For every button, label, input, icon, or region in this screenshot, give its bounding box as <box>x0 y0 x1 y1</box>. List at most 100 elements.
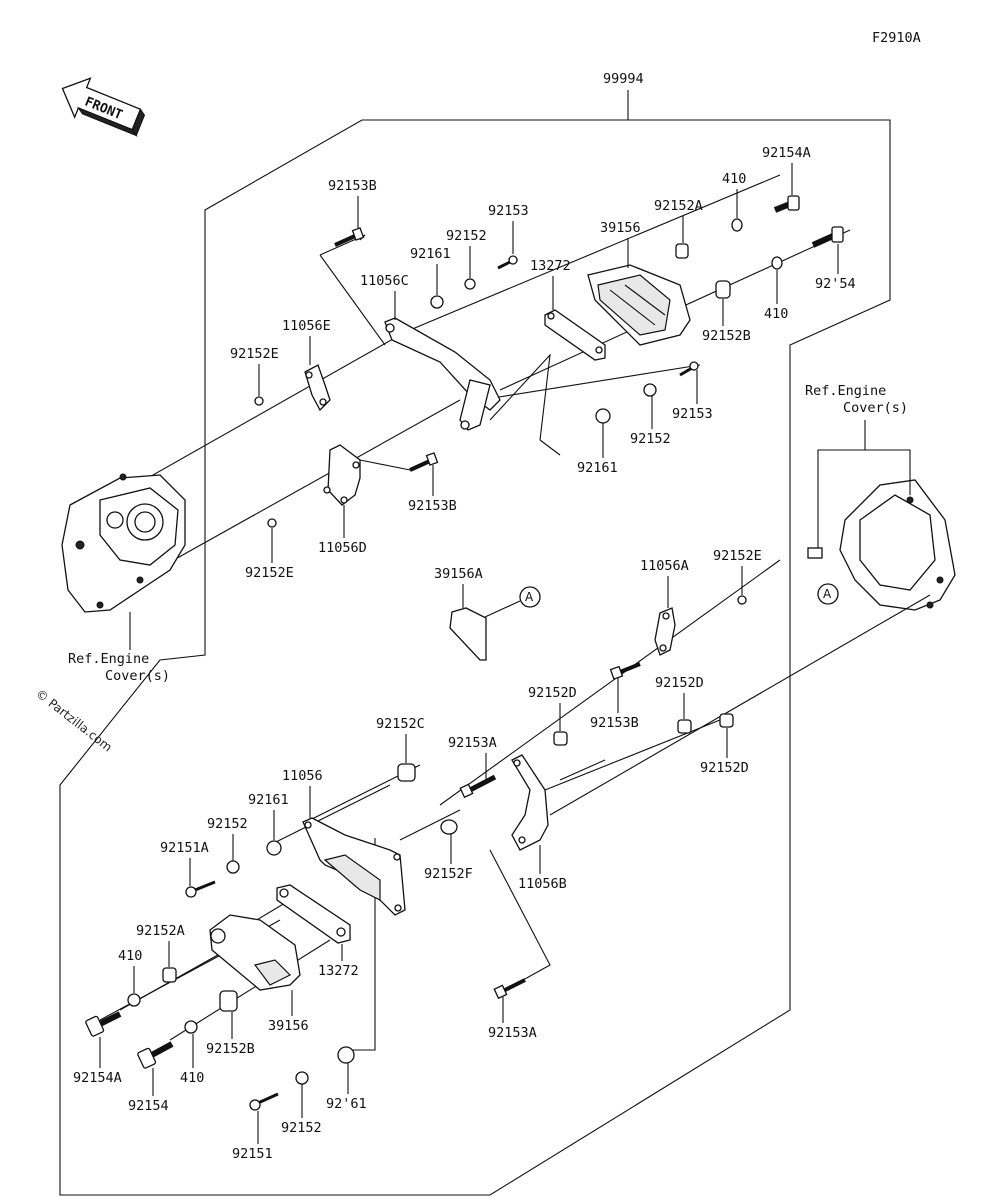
part-label-92153B-low: 92153B <box>590 715 639 731</box>
part-label-92152-top: 92152 <box>446 228 487 244</box>
part-label-92151: 92151 <box>232 1146 273 1162</box>
part-label-92152-bottom: 92152 <box>281 1120 322 1136</box>
axis-line <box>409 174 781 331</box>
part-label-92152E-low: 92152E <box>245 565 294 581</box>
part-label-92152D-b: 92152D <box>655 675 704 691</box>
part-label-92152C: 92152C <box>376 716 425 732</box>
collar-92152D-c <box>719 713 734 728</box>
collar-92152B-low <box>219 990 238 1012</box>
part-label-39156A: 39156A <box>434 566 483 582</box>
part-label-92152B-top: 92152B <box>702 328 751 344</box>
part-label-11056A: 11056A <box>640 558 689 574</box>
part-label-92152E-right: 92152E <box>713 548 762 564</box>
nut-92161-top <box>430 295 444 309</box>
part-label-99994: 99994 <box>603 71 644 87</box>
part-label-92152F: 92152F <box>424 866 473 882</box>
part-label-11056: 11056 <box>282 768 323 784</box>
part-label-410-top-1: 410 <box>722 171 746 187</box>
tab-right <box>807 547 823 559</box>
part-label-11056D: 11056D <box>318 540 367 556</box>
part-label-410-low-2: 410 <box>180 1070 204 1086</box>
ref-left-line2: Cover(s) <box>105 668 170 684</box>
axis-line <box>439 559 781 806</box>
bracket-11056 <box>302 817 406 916</box>
part-label-92154-low: 92154 <box>128 1098 169 1114</box>
part-label-39156-top: 39156 <box>600 220 641 236</box>
collar-92152E-low <box>267 518 277 528</box>
bolt-92153B-mid <box>409 452 439 472</box>
collar-92152E-right <box>737 595 747 605</box>
nut-92161-bottom <box>337 1046 355 1064</box>
screw-92153-mid <box>679 361 699 377</box>
bracket-11056B <box>511 754 549 851</box>
bolt-92153B-low <box>609 662 641 680</box>
engine-cover-right <box>839 479 956 611</box>
bolt-92153A-low <box>493 978 526 1000</box>
axis-line <box>479 364 701 401</box>
part-label-92152A-top: 92152A <box>654 198 703 214</box>
bolt-92154-top <box>811 226 844 248</box>
part-label-92161-low: 92161 <box>248 792 289 808</box>
part-label-92154A-top: 92154A <box>762 145 811 161</box>
bolt-92154A-top <box>773 195 800 213</box>
part-label-92152-mid: 92152 <box>630 431 671 447</box>
collar-92152F <box>440 819 458 835</box>
leader <box>539 439 561 456</box>
ref-top-line2: Cover(s) <box>843 400 908 416</box>
collar-92152C <box>397 763 416 782</box>
screw-92151A <box>185 880 216 898</box>
collar-92152B-top <box>715 280 731 299</box>
collar-92152-top <box>464 278 476 290</box>
screw-92153-top <box>497 255 518 270</box>
part-label-92161-top: 92161 <box>410 246 451 262</box>
part-label-92153B-mid: 92153B <box>408 498 457 514</box>
part-label-92152A-low: 92152A <box>136 923 185 939</box>
callout-marker-a-right: A <box>817 583 839 605</box>
part-label-92153A-low: 92153A <box>488 1025 537 1041</box>
washer-410-top-1 <box>731 218 743 232</box>
part-label-410-top-2: 410 <box>764 306 788 322</box>
part-label-11056B: 11056B <box>518 876 567 892</box>
plate-13272-low <box>276 884 351 944</box>
part-label-92152D-c: 92152D <box>700 760 749 776</box>
part-label-92153B-top: 92153B <box>328 178 377 194</box>
figure-code: F2910A <box>872 30 921 46</box>
nut-92161-mid <box>595 408 611 424</box>
plate-13272-top <box>544 309 606 361</box>
collar-92152D-b <box>677 719 692 734</box>
callout-marker-a-left: A <box>519 586 541 608</box>
part-label-92153-mid: 92153 <box>672 406 713 422</box>
bolt-92154-low <box>137 1041 174 1069</box>
collar-92152-low <box>226 860 240 874</box>
front-arrow-icon: FRONT <box>61 77 146 137</box>
axis-line <box>549 594 931 816</box>
part-label-92152-low: 92152 <box>207 816 248 832</box>
part-label-92154-top: 92'54 <box>815 276 856 292</box>
washer-410-low-2 <box>184 1020 198 1034</box>
ref-left-line1: Ref.Engine <box>68 651 149 667</box>
bracket-11056A <box>654 607 676 656</box>
part-label-13272-top: 13272 <box>530 258 571 274</box>
bracket-11056D <box>323 444 361 506</box>
part-label-39156-low: 39156 <box>268 1018 309 1034</box>
bolt-92153A-mid <box>459 774 497 799</box>
part-label-92154A-low: 92154A <box>73 1070 122 1086</box>
pad-39156A <box>449 607 487 661</box>
part-label-92153A-mid: 92153A <box>448 735 497 751</box>
part-label-11056C: 11056C <box>360 273 409 289</box>
bracket-11056C <box>384 317 501 431</box>
part-label-92152E-left: 92152E <box>230 346 279 362</box>
washer-410-low-1 <box>127 993 141 1007</box>
leader <box>319 254 386 346</box>
part-label-92161-bottom: 92'61 <box>326 1096 367 1112</box>
svg-text:A: A <box>823 587 832 601</box>
part-label-410-low-1: 410 <box>118 948 142 964</box>
assembly-outline-99994 <box>59 90 891 1196</box>
bolt-92154A-low <box>85 1011 122 1037</box>
part-label-92153-top: 92153 <box>488 203 529 219</box>
bolt-92153B-top <box>334 227 365 247</box>
svg-text:A: A <box>525 590 534 604</box>
part-label-11056E: 11056E <box>282 318 331 334</box>
